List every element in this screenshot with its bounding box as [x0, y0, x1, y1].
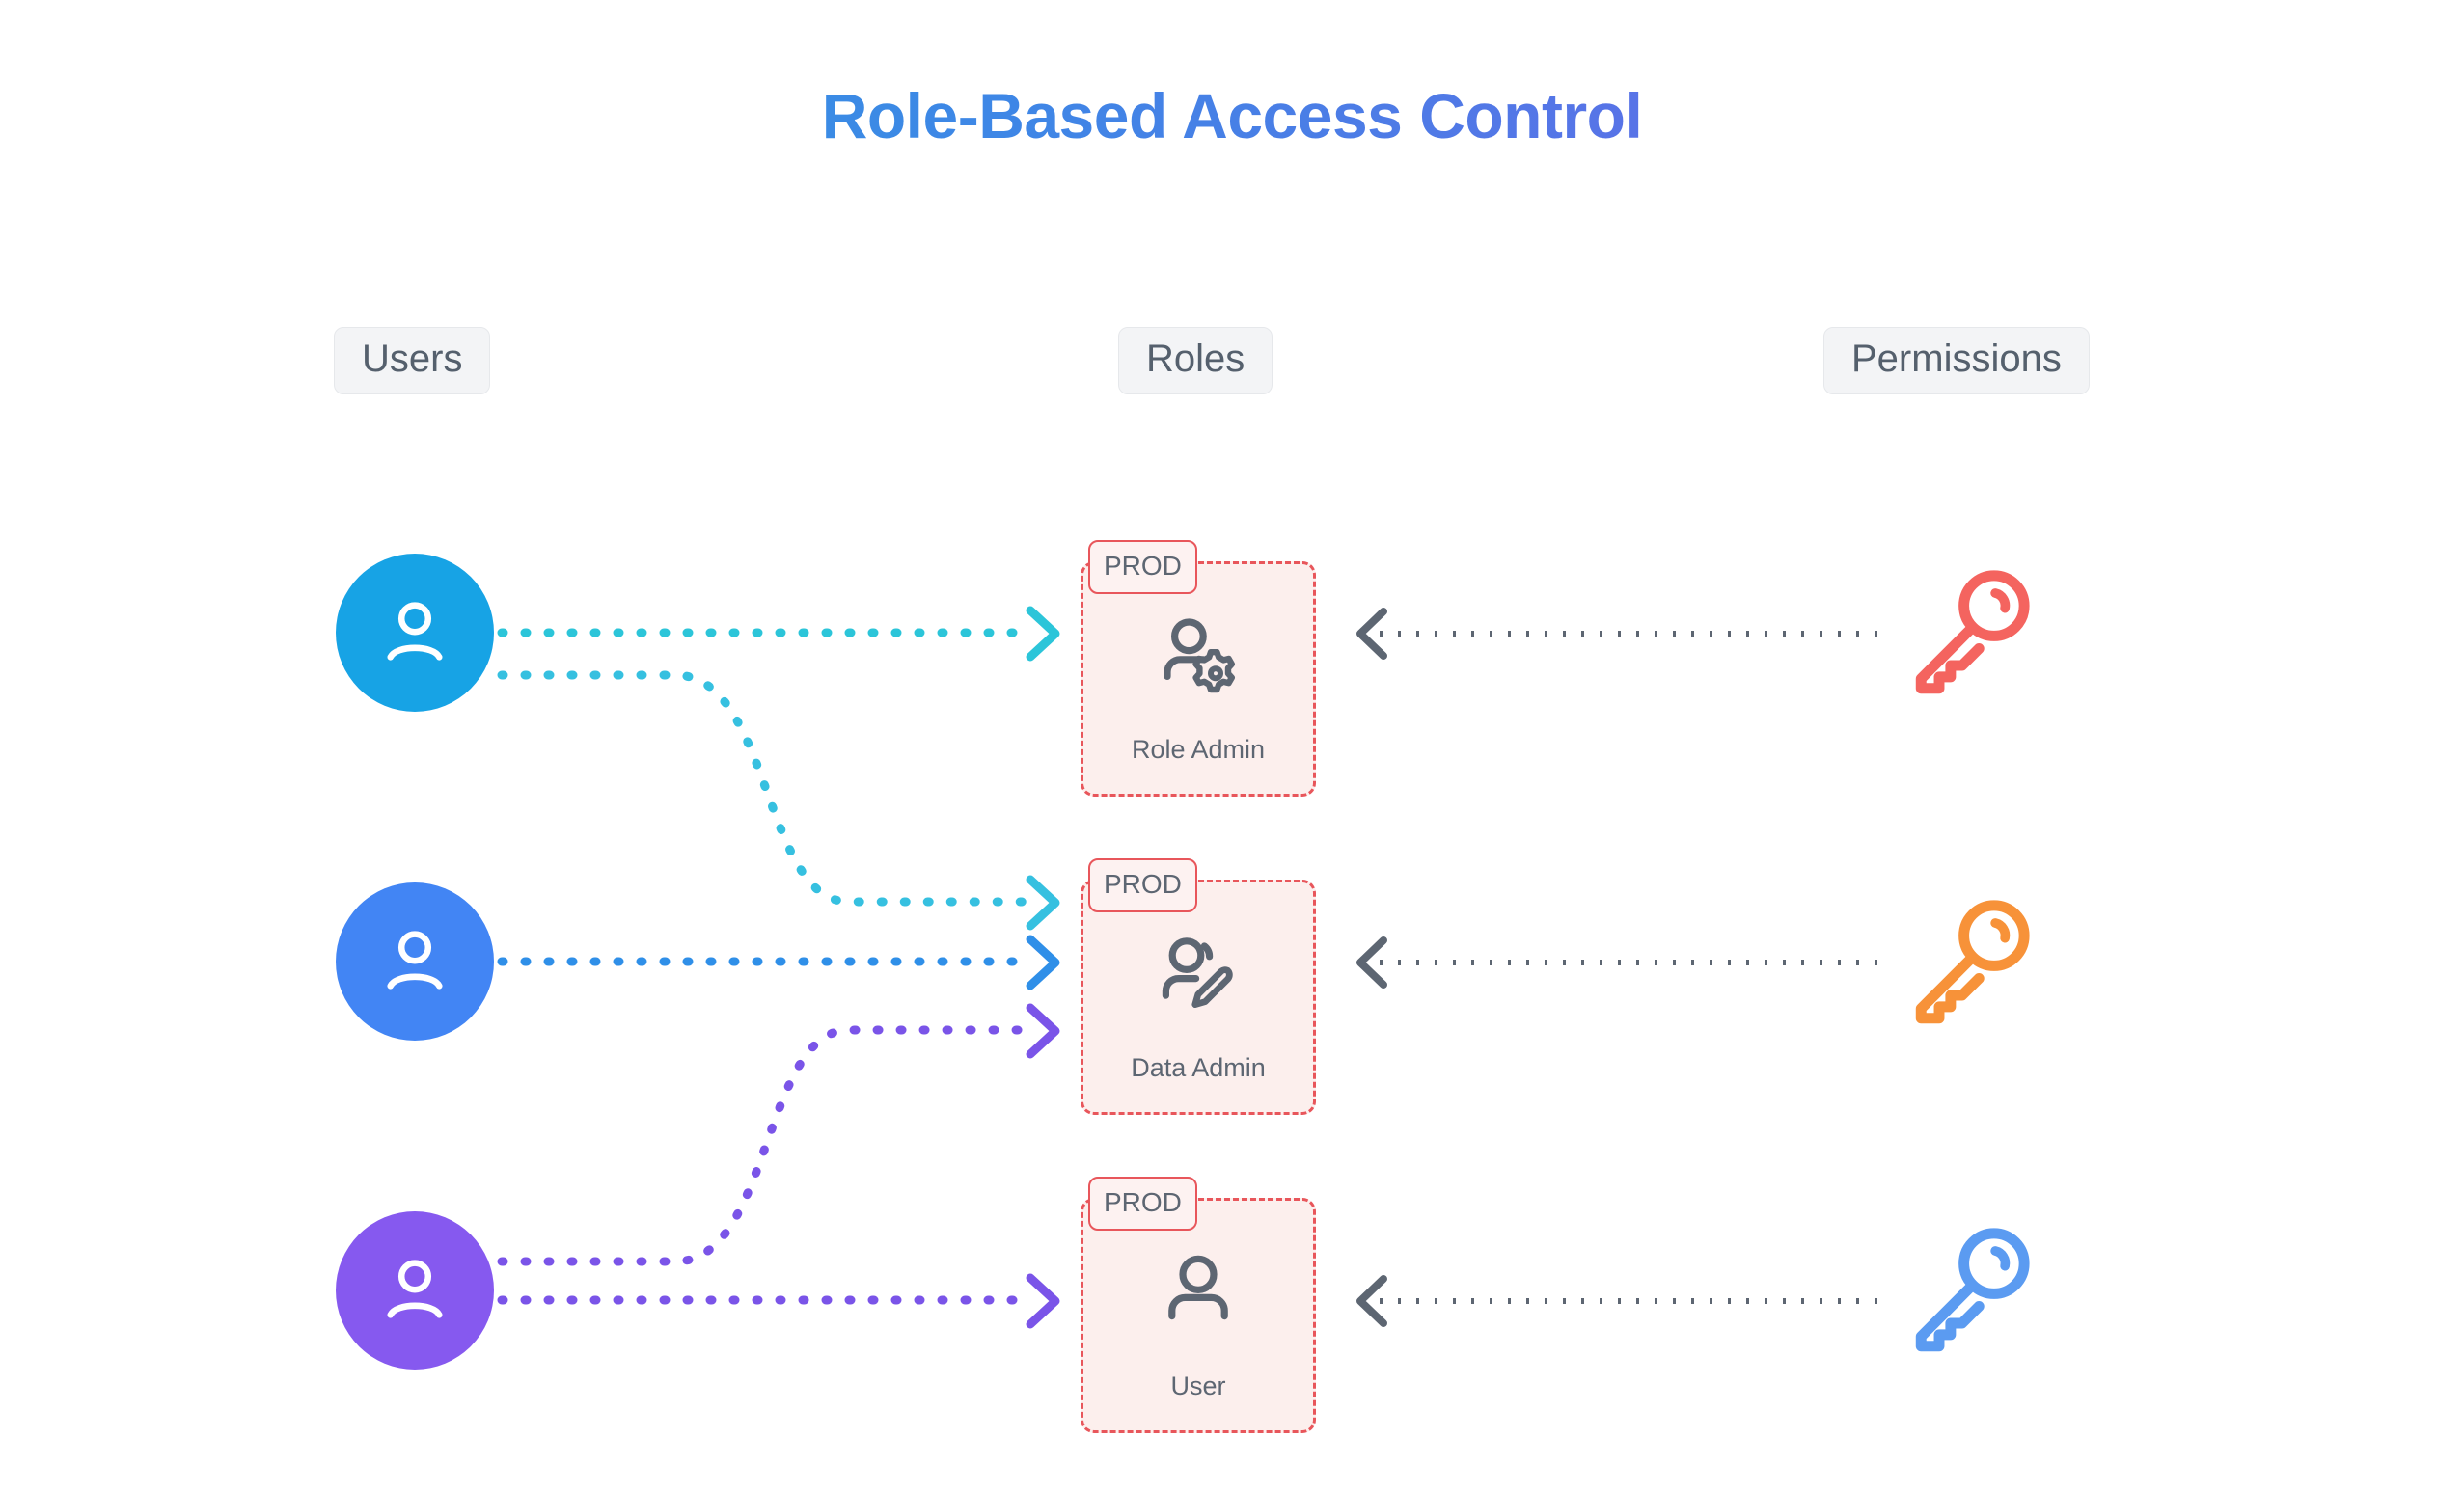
column-header-users: Users [334, 327, 491, 394]
connector-user3-user [497, 1273, 1060, 1329]
person-icon [1168, 1255, 1228, 1320]
key-icon[interactable] [1896, 559, 2040, 704]
connector-user1-data-admin [497, 670, 1060, 931]
role-card-body[interactable]: Data Admin [1081, 880, 1316, 1115]
connector-user2-data-admin [497, 935, 1060, 990]
role-card[interactable]: Role Admin PROD [1081, 540, 1316, 797]
role-card-body[interactable]: User [1081, 1198, 1316, 1433]
column-header-permissions: Permissions [1823, 327, 2090, 394]
person-icon [387, 602, 443, 661]
person-icon [387, 1260, 443, 1318]
role-label: Role Admin [1131, 735, 1266, 764]
person-icon [387, 931, 443, 990]
role-env-badge: PROD [1088, 1177, 1197, 1231]
role-env-badge: PROD [1088, 540, 1197, 594]
role-label: User [1170, 1371, 1226, 1400]
user-avatar[interactable] [336, 882, 494, 1041]
role-card[interactable]: User PROD [1081, 1177, 1316, 1433]
person-pencil-icon [1162, 937, 1233, 1008]
user-avatar[interactable] [336, 1211, 494, 1370]
key-icon[interactable] [1896, 889, 2040, 1034]
connector-user3-data-admin [497, 1003, 1060, 1266]
column-header-roles: Roles [1118, 327, 1273, 394]
key-icon[interactable] [1896, 1217, 2040, 1362]
connector-permission3-user [1356, 1275, 1891, 1327]
person-gear-icon [1164, 618, 1235, 693]
role-card-body[interactable]: Role Admin [1081, 561, 1316, 797]
role-label: Data Admin [1131, 1053, 1266, 1082]
page-title: Role-Based Access Control [0, 79, 2464, 152]
user-avatar[interactable] [336, 554, 494, 712]
role-card[interactable]: Data Admin PROD [1081, 858, 1316, 1115]
connector-user1-role-admin [497, 606, 1060, 662]
connector-permission1-role-admin [1356, 608, 1891, 660]
role-env-badge: PROD [1088, 858, 1197, 912]
connector-permission2-data-admin [1356, 936, 1891, 989]
